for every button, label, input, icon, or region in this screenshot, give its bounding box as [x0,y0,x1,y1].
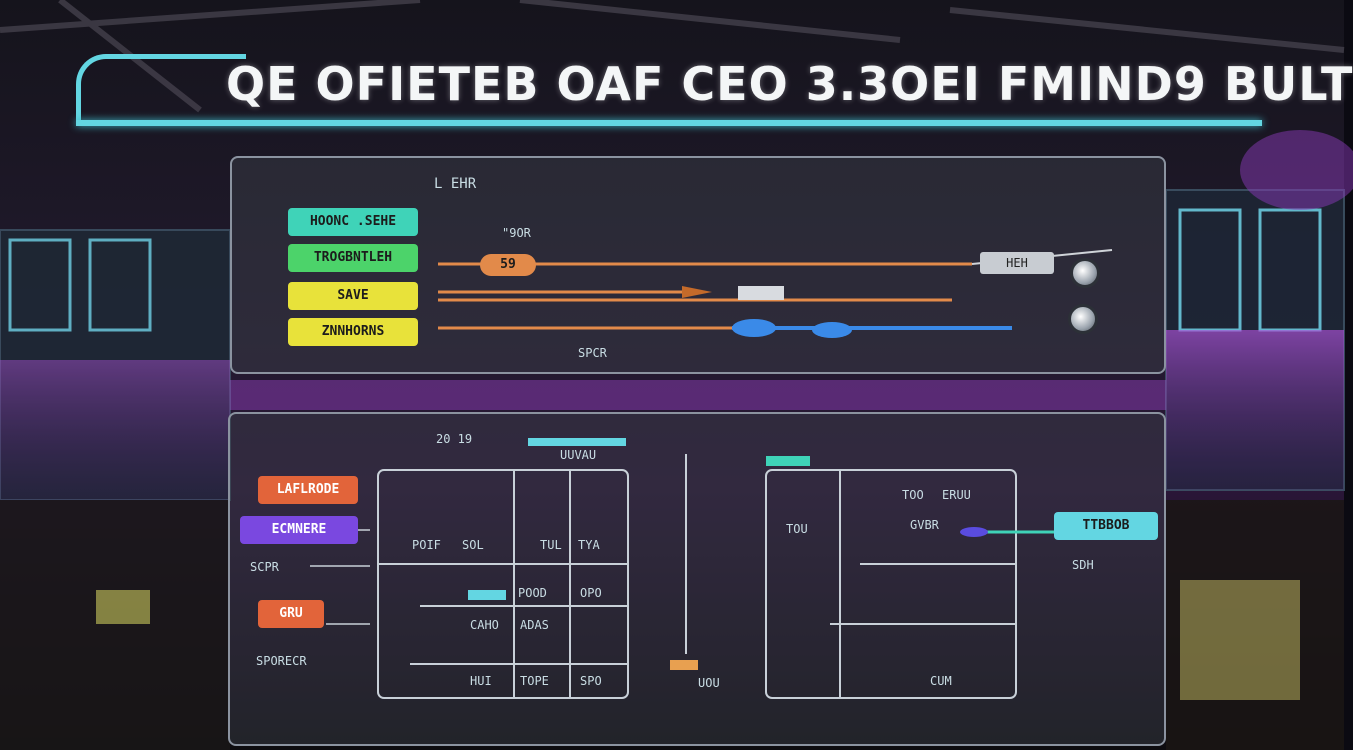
grey-connector-box: HEH [980,252,1054,274]
grid-label-caho: CAHO [470,618,499,632]
orange-wire-tag: 59 [480,254,536,276]
right-label-tou: TOU [786,522,808,536]
grid-label-pood: POOD [518,586,547,600]
chip-hoonc[interactable]: HOONC .SEHE [288,208,418,236]
chip-trogbntleh[interactable]: TROGBNTLEH [288,244,418,272]
grid-label-poif: POIF [412,538,441,552]
left-machine-racks [0,229,231,750]
grid-label-adas: ADAS [520,618,549,632]
grid-label-opo: OPO [580,586,602,600]
left-label-sporecr: SPORECR [256,654,307,668]
grid-label-spo: SPO [580,674,602,688]
chip-save[interactable]: SAVE [288,282,418,310]
blue-connector-1 [732,319,776,337]
right-label-sdh: SDH [1072,558,1094,572]
schematic-frame-left [377,469,629,699]
chip-gru[interactable]: GRU [258,600,324,628]
left-label-scpr: SCPR [250,560,279,574]
grid-label-tya: TYA [578,538,600,552]
top-panel-wires [438,249,1113,338]
banner-frame-arc [76,54,246,124]
bottom-panel-corner-label: 20 19 [436,432,473,446]
grey-plug [738,286,784,300]
right-machine-racks [1165,130,1353,750]
chip-znnhorns[interactable]: ZNNHORNS [288,318,418,346]
top-wiring-panel: L EHR "9OR SPCR HOONC .SEHE TROGBNTLEH S… [230,156,1166,374]
grid-label-cum: CUM [930,674,952,688]
schematic-lines [310,454,1060,699]
blue-connector-2 [812,322,852,338]
purple-connector [960,527,988,537]
grid-label-tul: TUL [540,538,562,552]
schematic-frame-right [765,469,1017,699]
top-cyan-tab [528,438,626,446]
bottom-schematic-panel: 20 19 UUVAU LAFLRODE ECMNERE GRU SCPR SP… [228,412,1166,746]
top-panel-connector-label: "9OR [502,226,531,240]
grid-label-sol: SOL [462,538,484,552]
cyan-grid-tag [468,590,506,600]
title-banner: QE OFIETEB OAF CEO 3.3OEI FMIND9 BULT [76,54,1353,126]
right-label-eruu: ERUU [942,488,971,502]
small-teal-tab [766,456,810,466]
orange-grid-tag [670,660,698,670]
cyan-tag[interactable]: TTBBOB [1054,512,1158,540]
chip-ecmnere[interactable]: ECMNERE [240,516,358,544]
right-label-too: TOO [902,488,924,502]
top-panel-header-label: L EHR [434,176,477,192]
top-tab-label: UUVAU [560,448,597,462]
toggle-knob-bottom[interactable] [1068,304,1098,334]
neon-glow-band [230,380,1166,410]
grid-label-tope: TOPE [520,674,549,688]
banner-title: QE OFIETEB OAF CEO 3.3OEI FMIND9 BULT [226,57,1353,111]
toggle-knob-top[interactable] [1070,258,1100,288]
orange-plug [682,286,712,298]
grid-label-uou: UOU [698,676,720,690]
right-label-gvbr: GVBR [910,518,939,532]
chip-laflrode[interactable]: LAFLRODE [258,476,358,504]
grid-label-hui: HUI [470,674,492,688]
banner-underline [76,120,1262,126]
top-panel-lower-label: SPCR [578,346,607,360]
